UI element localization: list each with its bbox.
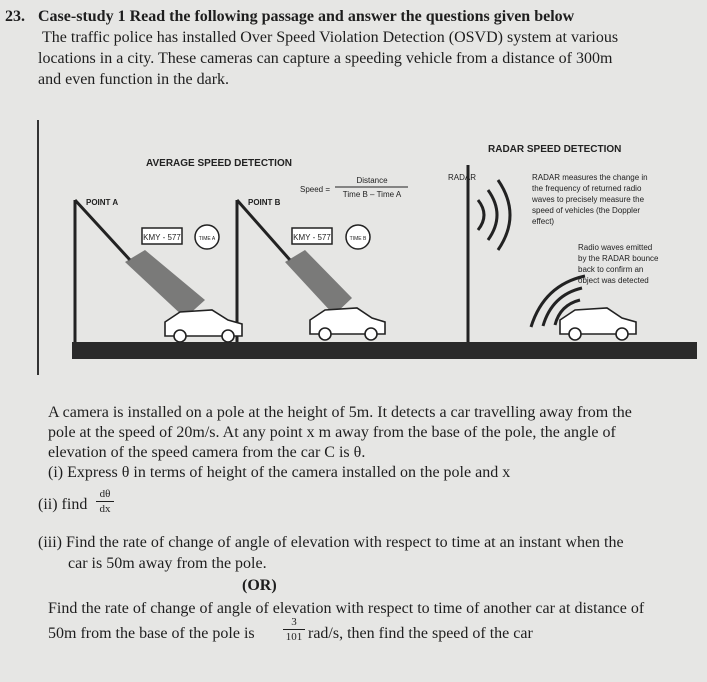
alt-line-2-prefix: 50m from the base of the pole is xyxy=(48,625,255,642)
svg-text:speed of vehicles (the Doppler: speed of vehicles (the Doppler xyxy=(532,206,640,215)
avg-speed-title: AVERAGE SPEED DETECTION xyxy=(146,158,292,169)
alt-frac-den: 101 xyxy=(285,631,303,643)
plate-b-text: KMY - 577 xyxy=(293,233,331,242)
camera-beam-a xyxy=(125,250,205,318)
svg-text:back to confirm an: back to confirm an xyxy=(578,265,643,274)
svg-text:waves to precisely measure the: waves to precisely measure the xyxy=(531,195,645,204)
speed-formula-lhs: Speed = xyxy=(300,185,330,194)
svg-text:by the RADAR bounce: by the RADAR bounce xyxy=(578,254,659,263)
pole-a xyxy=(73,198,132,342)
plate-a-box xyxy=(141,227,183,245)
or-label: (OR) xyxy=(242,577,277,594)
svg-text:RADAR measures the change in: RADAR measures the change in xyxy=(532,173,648,182)
svg-text:object was detected: object was detected xyxy=(578,276,649,285)
alt-frac-num: 3 xyxy=(291,616,297,628)
question-number: 23. xyxy=(5,8,25,25)
clock-a-icon xyxy=(194,224,220,250)
problem-intro-3: elevation of the speed camera from the c… xyxy=(48,444,366,461)
clock-a-label: TIME A xyxy=(199,236,216,242)
part-i: (i) Express θ in terms of height of the … xyxy=(48,464,511,481)
alt-line-1: Find the rate of change of angle of elev… xyxy=(48,600,645,617)
problem-intro-2: pole at the speed of 20m/s. At any point… xyxy=(48,424,616,441)
speed-formula-den: Time B – Time A xyxy=(343,190,402,199)
point-b-label: POINT B xyxy=(248,198,281,207)
clock-b-label: TIME B xyxy=(350,236,367,242)
radar-label: RADAR xyxy=(448,173,476,182)
svg-text:Radio waves emitted: Radio waves emitted xyxy=(578,243,652,252)
part-ii-fraction: dθ dx xyxy=(96,488,114,515)
svg-text:the frequency of returned radi: the frequency of returned radio xyxy=(532,184,642,193)
part-iii-line-2: car is 50m away from the pole. xyxy=(68,555,267,572)
part-iii-line-1: (iii) Find the rate of change of angle o… xyxy=(38,534,624,551)
part-ii-prefix: (ii) find xyxy=(38,496,88,513)
plate-b-box xyxy=(291,227,333,245)
alt-fraction: 3 101 xyxy=(283,616,305,643)
part-ii-num: dθ xyxy=(99,488,111,500)
point-a-label: POINT A xyxy=(86,198,118,207)
radar-description: RADAR measures the change in the frequen… xyxy=(531,173,648,226)
car-b-icon xyxy=(309,307,386,341)
problem-intro-1: A camera is installed on a pole at the h… xyxy=(48,404,632,421)
radar-waves-icon xyxy=(476,179,512,251)
radio-waves-icon xyxy=(529,274,586,328)
passage-line-1: The traffic police has installed Over Sp… xyxy=(42,29,619,46)
alt-line-2-suffix: rad/s, then find the speed of the car xyxy=(308,625,533,642)
clock-b-icon xyxy=(345,224,371,250)
passage-line-2: locations in a city. These cameras can c… xyxy=(38,50,613,67)
plate-a-text: KMY - 577 xyxy=(143,233,181,242)
passage-line-3: and even function in the dark. xyxy=(38,71,230,88)
part-ii-den: dx xyxy=(99,503,111,515)
road xyxy=(72,342,697,359)
pole-b xyxy=(235,199,292,342)
car-a-icon xyxy=(164,309,243,343)
radio-description: Radio waves emitted by the RADAR bounce … xyxy=(578,243,659,285)
speed-formula-num: Distance xyxy=(356,176,388,185)
radar-title: RADAR SPEED DETECTION xyxy=(488,144,621,155)
question-heading: Case-study 1 Read the following passage … xyxy=(38,8,575,25)
svg-text:effect): effect) xyxy=(532,217,554,226)
camera-beam-b xyxy=(285,250,352,315)
car-c-icon xyxy=(559,307,637,341)
